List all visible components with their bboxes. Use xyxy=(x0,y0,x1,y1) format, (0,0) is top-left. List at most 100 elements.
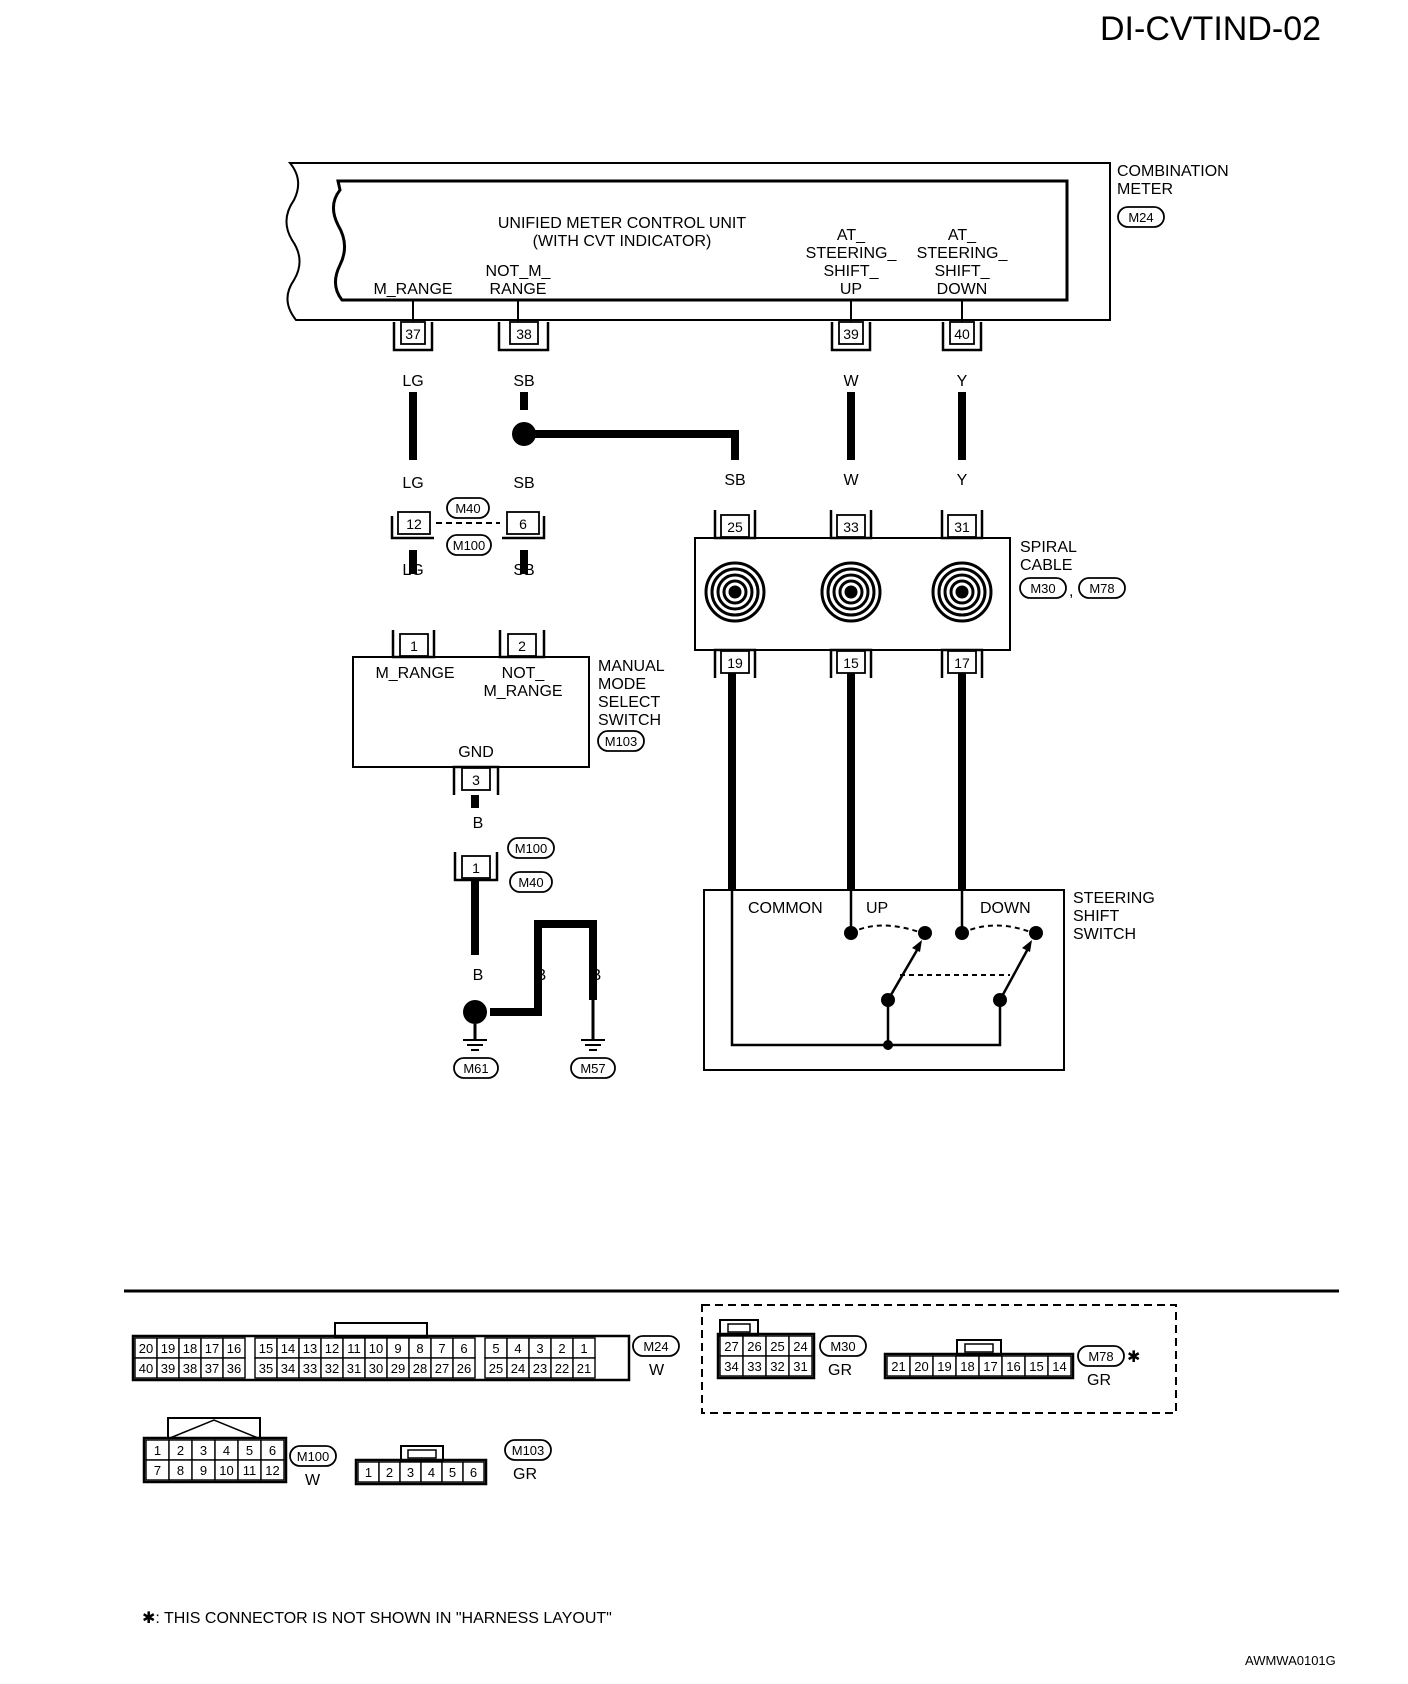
m100-r2-cavity-7: 7 xyxy=(154,1463,161,1478)
terminal-name-shift-up-3: SHIFT_ xyxy=(823,263,879,280)
switch-term-gnd: GND xyxy=(458,744,494,761)
m24-r1-cavity-9: 9 xyxy=(394,1341,401,1356)
terminal-name-shift-down-3: SHIFT_ xyxy=(934,263,990,280)
ground-id-m61: M61 xyxy=(463,1061,488,1076)
pin-label-38: 38 xyxy=(516,326,532,342)
m24-r2-cavity-36: 36 xyxy=(227,1361,241,1376)
steering-shift-switch: COMMON UP DOWN STEERING SHIFT SWITCH xyxy=(703,889,1155,1071)
ground-joint-connector: 1 M100 M40 xyxy=(453,837,555,893)
face-color-m103: GR xyxy=(513,1466,537,1483)
pin-label-40: 40 xyxy=(954,326,970,342)
m30-r1-cavity-25: 25 xyxy=(770,1339,784,1354)
switch-pin-3: 3 xyxy=(472,772,480,788)
ground-m61: M61 xyxy=(453,1024,499,1079)
spiral-pin-31: 31 xyxy=(954,519,970,535)
m24-r2-cavity-24: 24 xyxy=(511,1361,525,1376)
connector-badge-m24 xyxy=(1117,206,1165,228)
terminal-name-shift-up: AT_ xyxy=(837,227,866,244)
m78-r1-cavity-20: 20 xyxy=(914,1359,928,1374)
wires xyxy=(409,392,966,1016)
face-color-m100: W xyxy=(305,1472,321,1489)
connector-id-m24: M24 xyxy=(1128,210,1153,225)
unit-name: UNIFIED METER CONTROL UNIT xyxy=(498,215,747,232)
face-color-m24: W xyxy=(649,1362,665,1379)
connector-id-m40-ground: M40 xyxy=(518,875,543,890)
wire-label-b-2: B xyxy=(473,967,484,984)
m100-r1-cavity-6: 6 xyxy=(269,1443,276,1458)
wire-label-sb-spiral: SB xyxy=(724,472,745,489)
m24-r2-cavity-37: 37 xyxy=(205,1361,219,1376)
manual-switch-label-4: SWITCH xyxy=(598,712,661,729)
m30-r1-cavity-24: 24 xyxy=(793,1339,807,1354)
spiral-connectors-group xyxy=(701,1304,1177,1414)
terminal-name-shift-down-4: DOWN xyxy=(937,281,988,298)
m100-r1-cavity-3: 3 xyxy=(200,1443,207,1458)
face-id-m24: M24 xyxy=(643,1339,668,1354)
m100-r2-cavity-11: 11 xyxy=(243,1463,257,1478)
connector-id-m30: M30 xyxy=(1030,581,1055,596)
m30-r2-cavity-32: 32 xyxy=(770,1359,784,1374)
m24-r1-cavity-12: 12 xyxy=(325,1341,339,1356)
m103-r1-cavity-5: 5 xyxy=(449,1465,456,1480)
connector-id-m100-ground: M100 xyxy=(515,841,548,856)
m24-r1-cavity-5: 5 xyxy=(492,1341,499,1356)
wire-label-lg-1: LG xyxy=(402,373,423,390)
m78-r1-cavity-21: 21 xyxy=(891,1359,905,1374)
figure-id: AWMWA0101G xyxy=(1245,1653,1336,1668)
joint-connector-m40-m100: 12 6 M40 M100 xyxy=(390,497,546,556)
spiral-pin-33: 33 xyxy=(843,519,859,535)
terminal-name-shift-up-4: UP xyxy=(840,281,862,298)
m24-r1-cavity-15: 15 xyxy=(259,1341,273,1356)
m103-r1-cavity-6: 6 xyxy=(470,1465,477,1480)
wire-label-lg-3: LG xyxy=(402,562,423,579)
wire-label-b-1: B xyxy=(473,815,484,832)
m24-r1-cavity-16: 16 xyxy=(227,1341,241,1356)
spiral-pin-25: 25 xyxy=(727,519,743,535)
m100-r1-cavity-4: 4 xyxy=(223,1443,230,1458)
m24-r2-cavity-27: 27 xyxy=(435,1361,449,1376)
m78-r1-cavity-16: 16 xyxy=(1006,1359,1020,1374)
face-color-m78: GR xyxy=(1087,1372,1111,1389)
m24-r2-cavity-25: 25 xyxy=(489,1361,503,1376)
switch-term-not-m-range: NOT_ xyxy=(502,665,546,682)
m24-r2-cavity-23: 23 xyxy=(533,1361,547,1376)
face-id-m30: M30 xyxy=(830,1339,855,1354)
switch-pin-2: 2 xyxy=(518,638,526,654)
m100-r2-cavity-8: 8 xyxy=(177,1463,184,1478)
pin-39: 39 xyxy=(830,321,872,352)
pin-label-37: 37 xyxy=(405,326,421,342)
wire-label-b-4: B xyxy=(591,967,602,984)
m24-r1-cavity-1: 1 xyxy=(580,1341,587,1356)
combination-meter: COMBINATION METER M24 UNIFIED METER CONT… xyxy=(285,162,1229,321)
m24-r1-cavity-13: 13 xyxy=(303,1341,317,1356)
wire-label-sb-3: SB xyxy=(513,562,534,579)
m24-r2-cavity-38: 38 xyxy=(183,1361,197,1376)
m24-r2-cavity-32: 32 xyxy=(325,1361,339,1376)
footnote: ✱: THIS CONNECTOR IS NOT SHOWN IN "HARNE… xyxy=(142,1610,612,1627)
spiral-pin-15: 15 xyxy=(843,655,859,671)
m30-r2-cavity-33: 33 xyxy=(747,1359,761,1374)
m24-r2-cavity-35: 35 xyxy=(259,1361,273,1376)
ground-id-m57: M57 xyxy=(580,1061,605,1076)
wire-label-sb-2: SB xyxy=(513,475,534,492)
m24-r2-cavity-31: 31 xyxy=(347,1361,361,1376)
spiral-coil-1 xyxy=(704,561,766,623)
wire-label-sb-1: SB xyxy=(513,373,534,390)
manual-switch-label-3: SELECT xyxy=(598,694,660,711)
m24-r1-cavity-7: 7 xyxy=(438,1341,445,1356)
ground-joint-pin-1: 1 xyxy=(472,860,480,876)
m100-r2-cavity-12: 12 xyxy=(265,1463,279,1478)
meter-pins: 37 38 39 40 xyxy=(392,321,983,352)
connector-separator: , xyxy=(1069,583,1073,600)
wire-labels: LG SB W Y LG SB LG SB SB W Y B B B B xyxy=(402,373,967,984)
m100-r1-cavity-1: 1 xyxy=(154,1443,161,1458)
spiral-coil-2 xyxy=(820,561,882,623)
m24-r1-cavity-4: 4 xyxy=(514,1341,521,1356)
m24-r2-cavity-30: 30 xyxy=(369,1361,383,1376)
steering-switch-label-2: SHIFT xyxy=(1073,908,1119,925)
wire-label-b-3: B xyxy=(536,967,547,984)
m103-r1-cavity-1: 1 xyxy=(365,1465,372,1480)
manual-switch-label: MANUAL xyxy=(598,658,665,675)
m24-r1-cavity-14: 14 xyxy=(281,1341,295,1356)
